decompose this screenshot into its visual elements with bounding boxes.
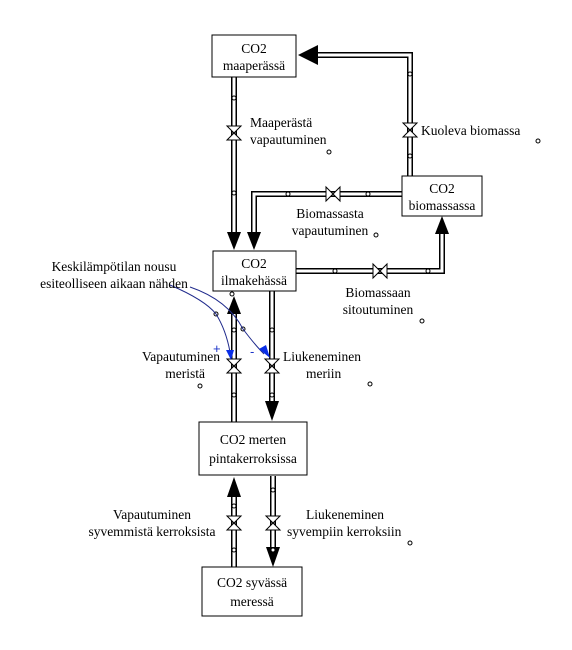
flow-label-dying-biomass: Kuoleva biomassa — [421, 123, 520, 138]
stock-ocean-surface-label-line2: pintakerroksissa — [209, 451, 297, 466]
flow-label-release-from-seas: Vapautuminen meristä — [142, 349, 220, 381]
valve-dying-biomass-icon[interactable] — [401, 122, 419, 138]
flow-label-release-from-biomass-line1: Biomassasta — [296, 206, 364, 221]
flow-label-dying-biomass-line1: Kuoleva biomassa — [421, 123, 520, 138]
flow-label-dissolving-into-seas-line2: meriin — [306, 366, 341, 381]
flow-label-dissolving-into-seas: Liukeneminen meriin — [283, 349, 361, 381]
stock-deep-ocean-label-line1: CO2 syvässä — [217, 575, 287, 590]
stock-biomass[interactable]: CO2 biomassassa — [401, 175, 483, 217]
flow-label-dissolving-into-deeper-line1: Liukeneminen — [306, 507, 384, 522]
link-sign-positive: + — [213, 341, 221, 356]
link-head-dissolving-into-seas — [259, 345, 270, 358]
stock-biomass-label-line2: biomassassa — [409, 198, 476, 213]
link-head-release-from-seas — [226, 350, 234, 360]
auxiliary-temperature-rise-line2: esiteolliseen aikaan nähden — [40, 276, 188, 291]
flow-label-release-from-biomass: Biomassasta vapautuminen — [292, 206, 369, 238]
flow-label-release-from-deeper: Vapautuminen syvemmistä kerroksista — [88, 507, 215, 539]
flow-label-release-from-seas-line2: meristä — [165, 366, 205, 381]
arrowhead-biomass-to-atmosphere — [247, 232, 261, 250]
flow-label-release-from-soil: Maaperästä vapautuminen — [250, 115, 327, 147]
stock-deep-ocean-label-line2: meressä — [230, 594, 273, 609]
valve-release-from-seas-icon[interactable] — [225, 358, 243, 374]
auxiliary-temperature-rise[interactable]: Keskilämpötilan nousu esiteolliseen aika… — [40, 259, 188, 291]
flow-label-release-from-seas-line1: Vapautuminen — [142, 349, 220, 364]
pipes — [231, 52, 445, 567]
stock-ocean-surface[interactable]: CO2 merten pintakerroksissa — [198, 421, 308, 476]
link-sign-negative: - — [250, 344, 254, 359]
link-temp-to-release-from-seas — [169, 284, 231, 353]
stock-deep-ocean[interactable]: CO2 syvässä meressä — [201, 566, 303, 617]
pipe-binding-to-biomass — [296, 232, 445, 274]
valve-release-from-soil-icon[interactable] — [225, 125, 243, 141]
valves — [225, 122, 419, 531]
arrowhead-deeper-to-surface — [227, 477, 241, 497]
flow-label-release-from-soil-line2: vapautuminen — [250, 132, 327, 147]
flow-label-release-from-biomass-line2: vapautuminen — [292, 223, 369, 238]
flow-label-release-from-deeper-line2: syvemmistä kerroksista — [88, 524, 215, 539]
arrowhead-into-biomass — [435, 216, 449, 234]
valve-dissolving-into-deeper-icon[interactable] — [264, 515, 282, 531]
valve-binding-to-biomass-icon[interactable] — [372, 262, 388, 280]
stock-ocean-surface-label-line1: CO2 merten — [220, 432, 287, 447]
pipe-dying-biomass — [316, 52, 413, 176]
flow-label-binding-to-biomass-line2: sitoutuminen — [343, 302, 414, 317]
flow-label-dissolving-into-deeper: Liukeneminen syvempiin kerroksiin — [287, 507, 402, 539]
stock-soil-label-line1: CO2 — [241, 41, 267, 56]
stock-atmosphere-label-line1: CO2 — [241, 256, 267, 271]
valve-release-from-biomass-icon[interactable] — [325, 185, 341, 203]
arrowhead-atmosphere-to-seas — [265, 401, 279, 421]
flow-label-dissolving-into-deeper-line2: syvempiin kerroksiin — [287, 524, 402, 539]
arrowhead-surface-to-deeper — [266, 547, 280, 567]
flow-label-dissolving-into-seas-line1: Liukeneminen — [283, 349, 361, 364]
stock-biomass-label-line1: CO2 — [429, 181, 455, 196]
auxiliary-temperature-rise-line1: Keskilämpötilan nousu — [52, 259, 177, 274]
flow-label-binding-to-biomass: Biomassaan sitoutuminen — [343, 285, 414, 317]
stock-atmosphere-label-line2: ilmakehässä — [221, 273, 287, 288]
valve-release-from-deeper-icon[interactable] — [225, 515, 243, 531]
arrowhead-into-soil — [298, 45, 318, 65]
influence-links: + - — [169, 284, 270, 360]
arrowheads — [227, 45, 449, 567]
valve-dissolving-into-seas-icon[interactable] — [263, 358, 281, 374]
stock-soil[interactable]: CO2 maaperässä — [211, 34, 297, 78]
flow-label-release-from-soil-line1: Maaperästä — [250, 115, 312, 130]
flow-label-release-from-deeper-line1: Vapautuminen — [113, 507, 191, 522]
stock-atmosphere[interactable]: CO2 ilmakehässä — [212, 250, 297, 292]
pipe-release-from-biomass — [251, 191, 402, 232]
link-temp-to-dissolving-into-seas — [189, 286, 265, 355]
flow-label-binding-to-biomass-line1: Biomassaan — [345, 285, 410, 300]
stock-soil-label-line2: maaperässä — [223, 58, 285, 73]
arrowhead-soil-to-atmosphere — [227, 232, 241, 250]
arrowhead-seas-to-atmosphere — [227, 296, 241, 314]
